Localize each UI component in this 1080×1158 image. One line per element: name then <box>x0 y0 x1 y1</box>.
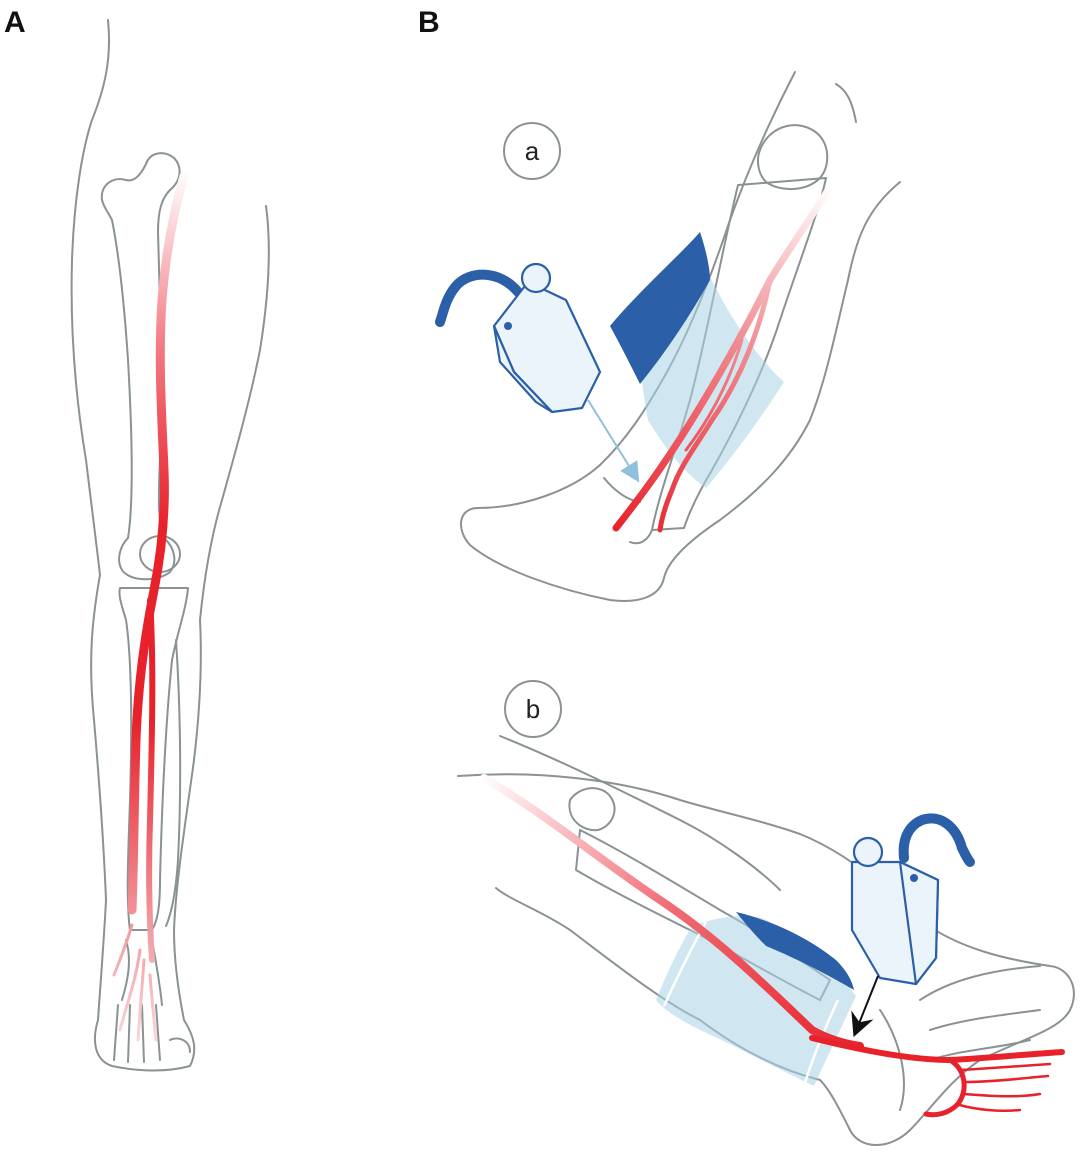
panel-label-b: B <box>418 6 440 39</box>
panel-a: A <box>4 6 270 1072</box>
subview-b-foot-bones <box>879 965 1041 1111</box>
subview-a-anterior-tibial-artery <box>612 186 832 532</box>
fibula-bone <box>165 639 182 927</box>
subview-b: b <box>457 680 1075 1146</box>
subview-b-cuff-bladder <box>736 912 854 990</box>
foot-bones <box>113 939 191 1063</box>
subview-b-cuff <box>656 916 856 1086</box>
femoral-artery <box>127 171 189 915</box>
subview-a-probe-cable <box>435 269 523 327</box>
subview-b-bubble <box>504 680 562 738</box>
subview-b-label: b <box>526 694 540 724</box>
subview-b-knee-outline <box>568 787 616 832</box>
subview-a-bubble <box>503 122 561 180</box>
foot-digital-arteries <box>112 923 158 1042</box>
panel-b: B a <box>418 6 1075 1146</box>
subview-b-tibial-artery <box>480 774 864 1050</box>
subview-b-upper-outline <box>499 735 781 891</box>
subview-a-label: a <box>525 136 540 166</box>
subview-a-doppler-device <box>435 262 640 483</box>
leg-skin-outline <box>70 19 270 1072</box>
subview-a-peroneal-artery <box>684 338 744 452</box>
subview-a: a <box>435 71 901 602</box>
subview-b-probe-cable <box>898 813 975 867</box>
subview-a-posterior-tibial-artery <box>657 277 773 533</box>
subview-a-cuff-bladder <box>610 232 710 384</box>
subview-b-digital-arteries <box>954 1062 1052 1112</box>
subview-b-doppler-device <box>850 813 975 1038</box>
posterior-tibial-artery <box>146 597 156 963</box>
panel-label-a: A <box>4 6 26 39</box>
subview-a-thigh-line <box>835 83 857 123</box>
